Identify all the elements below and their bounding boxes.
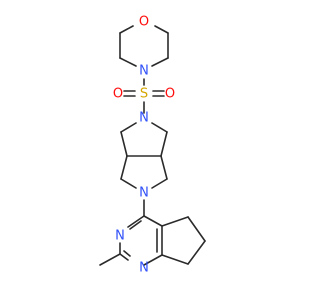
- bond: [143, 254, 163, 266]
- bond: [160, 155, 168, 180]
- bond: [187, 216, 206, 242]
- molecule-structure-diagram: O N S O O N N N N: [99, 15, 206, 276]
- bond: [119, 253, 129, 261]
- bond: [120, 155, 128, 180]
- atom-label-bicyclic-n-bottom: N: [139, 186, 149, 201]
- atom-label-sulfonyl-o-left: O: [113, 87, 123, 102]
- atom-label-bicyclic-n-top: N: [139, 111, 149, 126]
- bond: [151, 178, 168, 189]
- bond: [154, 25, 169, 34]
- atom-label-pyrimidine-n-left: N: [115, 229, 125, 244]
- atom-label-sulfonyl-o-right: O: [165, 87, 175, 102]
- bond: [127, 215, 145, 228]
- bond: [99, 253, 121, 266]
- bond: [151, 57, 169, 67]
- bond: [187, 240, 206, 265]
- atom-label-morpholine-n: N: [139, 64, 149, 79]
- bond: [120, 131, 128, 157]
- molecule-svg: O N S O O N N N N: [99, 15, 206, 276]
- bond: [129, 220, 142, 230]
- bond: [123, 250, 131, 257]
- bond: [119, 57, 137, 67]
- bond: [160, 131, 168, 157]
- atom-label-sulfur: S: [140, 87, 148, 102]
- bonds: [99, 25, 206, 266]
- bond: [151, 122, 168, 133]
- atom-label-morpholine-o: O: [139, 15, 149, 30]
- atom-labels: O N S O O N N N N: [113, 15, 175, 276]
- bond: [161, 254, 189, 265]
- bond: [120, 178, 137, 189]
- bond: [119, 25, 134, 34]
- bond: [143, 215, 163, 227]
- atom-label-pyrimidine-n-bottom: N: [139, 261, 149, 276]
- bond: [120, 122, 137, 133]
- bond: [161, 216, 189, 227]
